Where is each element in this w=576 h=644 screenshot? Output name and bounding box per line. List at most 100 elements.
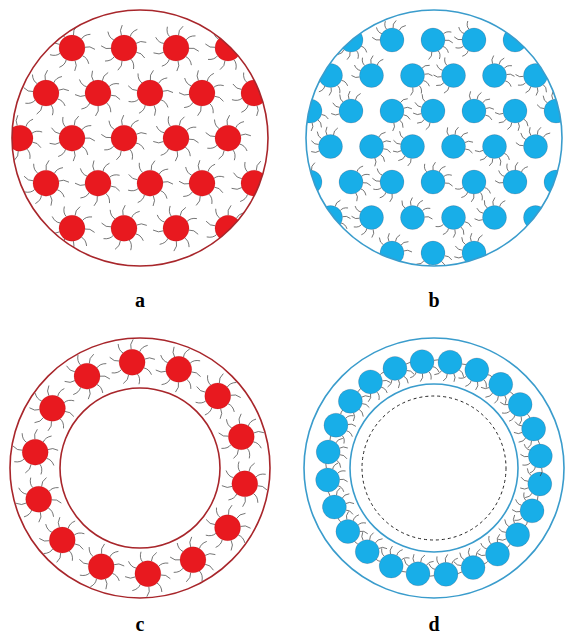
ligand-tail — [524, 444, 530, 450]
particle-core — [119, 349, 145, 375]
panel-letter: b — [428, 290, 439, 310]
ligand-tail — [484, 380, 487, 388]
ligand-tail — [25, 464, 31, 472]
ligand-tail — [161, 355, 168, 362]
ligand-tail — [120, 25, 122, 35]
ligand-tail — [52, 216, 60, 222]
coated-particle — [316, 433, 348, 468]
particle-core — [503, 99, 527, 123]
ligand-tail — [536, 87, 538, 95]
ligand-tail — [361, 189, 366, 195]
ligand-tail — [104, 235, 114, 238]
particle-core — [544, 99, 568, 123]
ligand-tail — [524, 119, 528, 126]
sample-panel — [0, 10, 277, 266]
ligand-tail — [393, 123, 395, 131]
ligand-tail — [398, 380, 399, 388]
ligand-tail — [353, 413, 354, 421]
ligand-tail — [199, 571, 202, 581]
ligand-tail — [159, 78, 168, 84]
ligand-tail — [264, 171, 273, 175]
ligand-tail — [74, 533, 84, 535]
ligand-tail — [207, 145, 217, 148]
ligand-tail — [475, 219, 483, 221]
particle-core — [483, 64, 507, 88]
ligand-tail — [50, 195, 52, 205]
ligand-tail — [205, 554, 215, 556]
coated-particle — [206, 505, 251, 550]
particle-core — [163, 35, 189, 61]
ligand-tail — [73, 387, 80, 394]
particle-core — [462, 170, 486, 194]
ligand-tail — [51, 128, 59, 134]
ligand-tail — [388, 380, 392, 387]
outer-boundary — [306, 10, 562, 266]
ligand-tail — [219, 433, 229, 436]
ligand-tail — [362, 396, 370, 397]
ligand-tail — [537, 127, 541, 134]
ligand-tail — [118, 61, 122, 70]
ligand-tail — [512, 510, 520, 512]
ligand-tail — [537, 105, 544, 109]
particle-core — [360, 135, 384, 159]
ligand-tail — [24, 510, 32, 517]
ligand-tail — [205, 564, 213, 570]
outer-boundary — [10, 338, 270, 598]
ligand-tail — [424, 217, 432, 219]
ligand-tail — [359, 409, 363, 416]
ligand-tail — [50, 53, 60, 55]
ligand-tail — [22, 433, 26, 442]
ligand-tail — [499, 158, 501, 166]
ligand-tail — [129, 99, 139, 102]
ligand-tail — [81, 103, 89, 109]
ligand-tail — [241, 134, 251, 136]
coated-particle — [16, 478, 61, 523]
ligand-tail — [424, 164, 426, 172]
ligand-tail — [352, 216, 360, 218]
ligand-tail — [267, 183, 277, 186]
ligand-tail — [156, 370, 166, 372]
coated-particle — [455, 170, 490, 202]
ligand-tail — [422, 65, 430, 68]
ligand-tail — [526, 87, 531, 93]
ligand-tail — [1, 147, 10, 152]
ligand-tail — [89, 354, 93, 363]
ligand-tail — [404, 250, 412, 252]
ligand-tail — [480, 156, 487, 161]
ligand-tail — [507, 164, 509, 172]
ligand-tail — [210, 104, 214, 114]
ligand-tail — [156, 126, 164, 133]
ligand-tail — [342, 494, 349, 498]
ligand-tail — [74, 116, 78, 125]
ligand-tail — [516, 143, 524, 146]
ligand-tail — [476, 549, 480, 556]
ligand-tail — [465, 222, 472, 227]
ligand-tail — [239, 414, 241, 424]
ligand-tail — [175, 382, 178, 392]
coated-particle — [156, 347, 201, 392]
ligand-tail — [326, 127, 327, 135]
coated-particle — [196, 374, 241, 419]
ligand-tail — [505, 396, 506, 404]
ligand-tail — [104, 146, 113, 150]
ligand-tail — [140, 552, 142, 562]
ligand-tail — [559, 93, 564, 100]
ligand-tail — [32, 142, 41, 148]
ligand-tail — [208, 164, 215, 171]
particle-core — [319, 135, 343, 159]
inner-boundary — [350, 384, 518, 552]
particle-group — [13, 339, 267, 596]
inner-boundary — [60, 388, 220, 548]
ligand-tail — [32, 131, 42, 133]
ligand-tail — [352, 75, 360, 77]
ligand-tail — [411, 88, 414, 96]
ligand-tail — [547, 215, 555, 217]
ligand-tail — [198, 106, 202, 116]
ligand-tail — [264, 101, 270, 109]
ligand-tail — [209, 194, 212, 204]
ligand-tail — [161, 100, 168, 108]
ligand-tail — [226, 25, 228, 35]
coated-particle — [311, 127, 342, 159]
ligand-tail — [568, 181, 576, 184]
ligand-tail — [396, 235, 401, 242]
